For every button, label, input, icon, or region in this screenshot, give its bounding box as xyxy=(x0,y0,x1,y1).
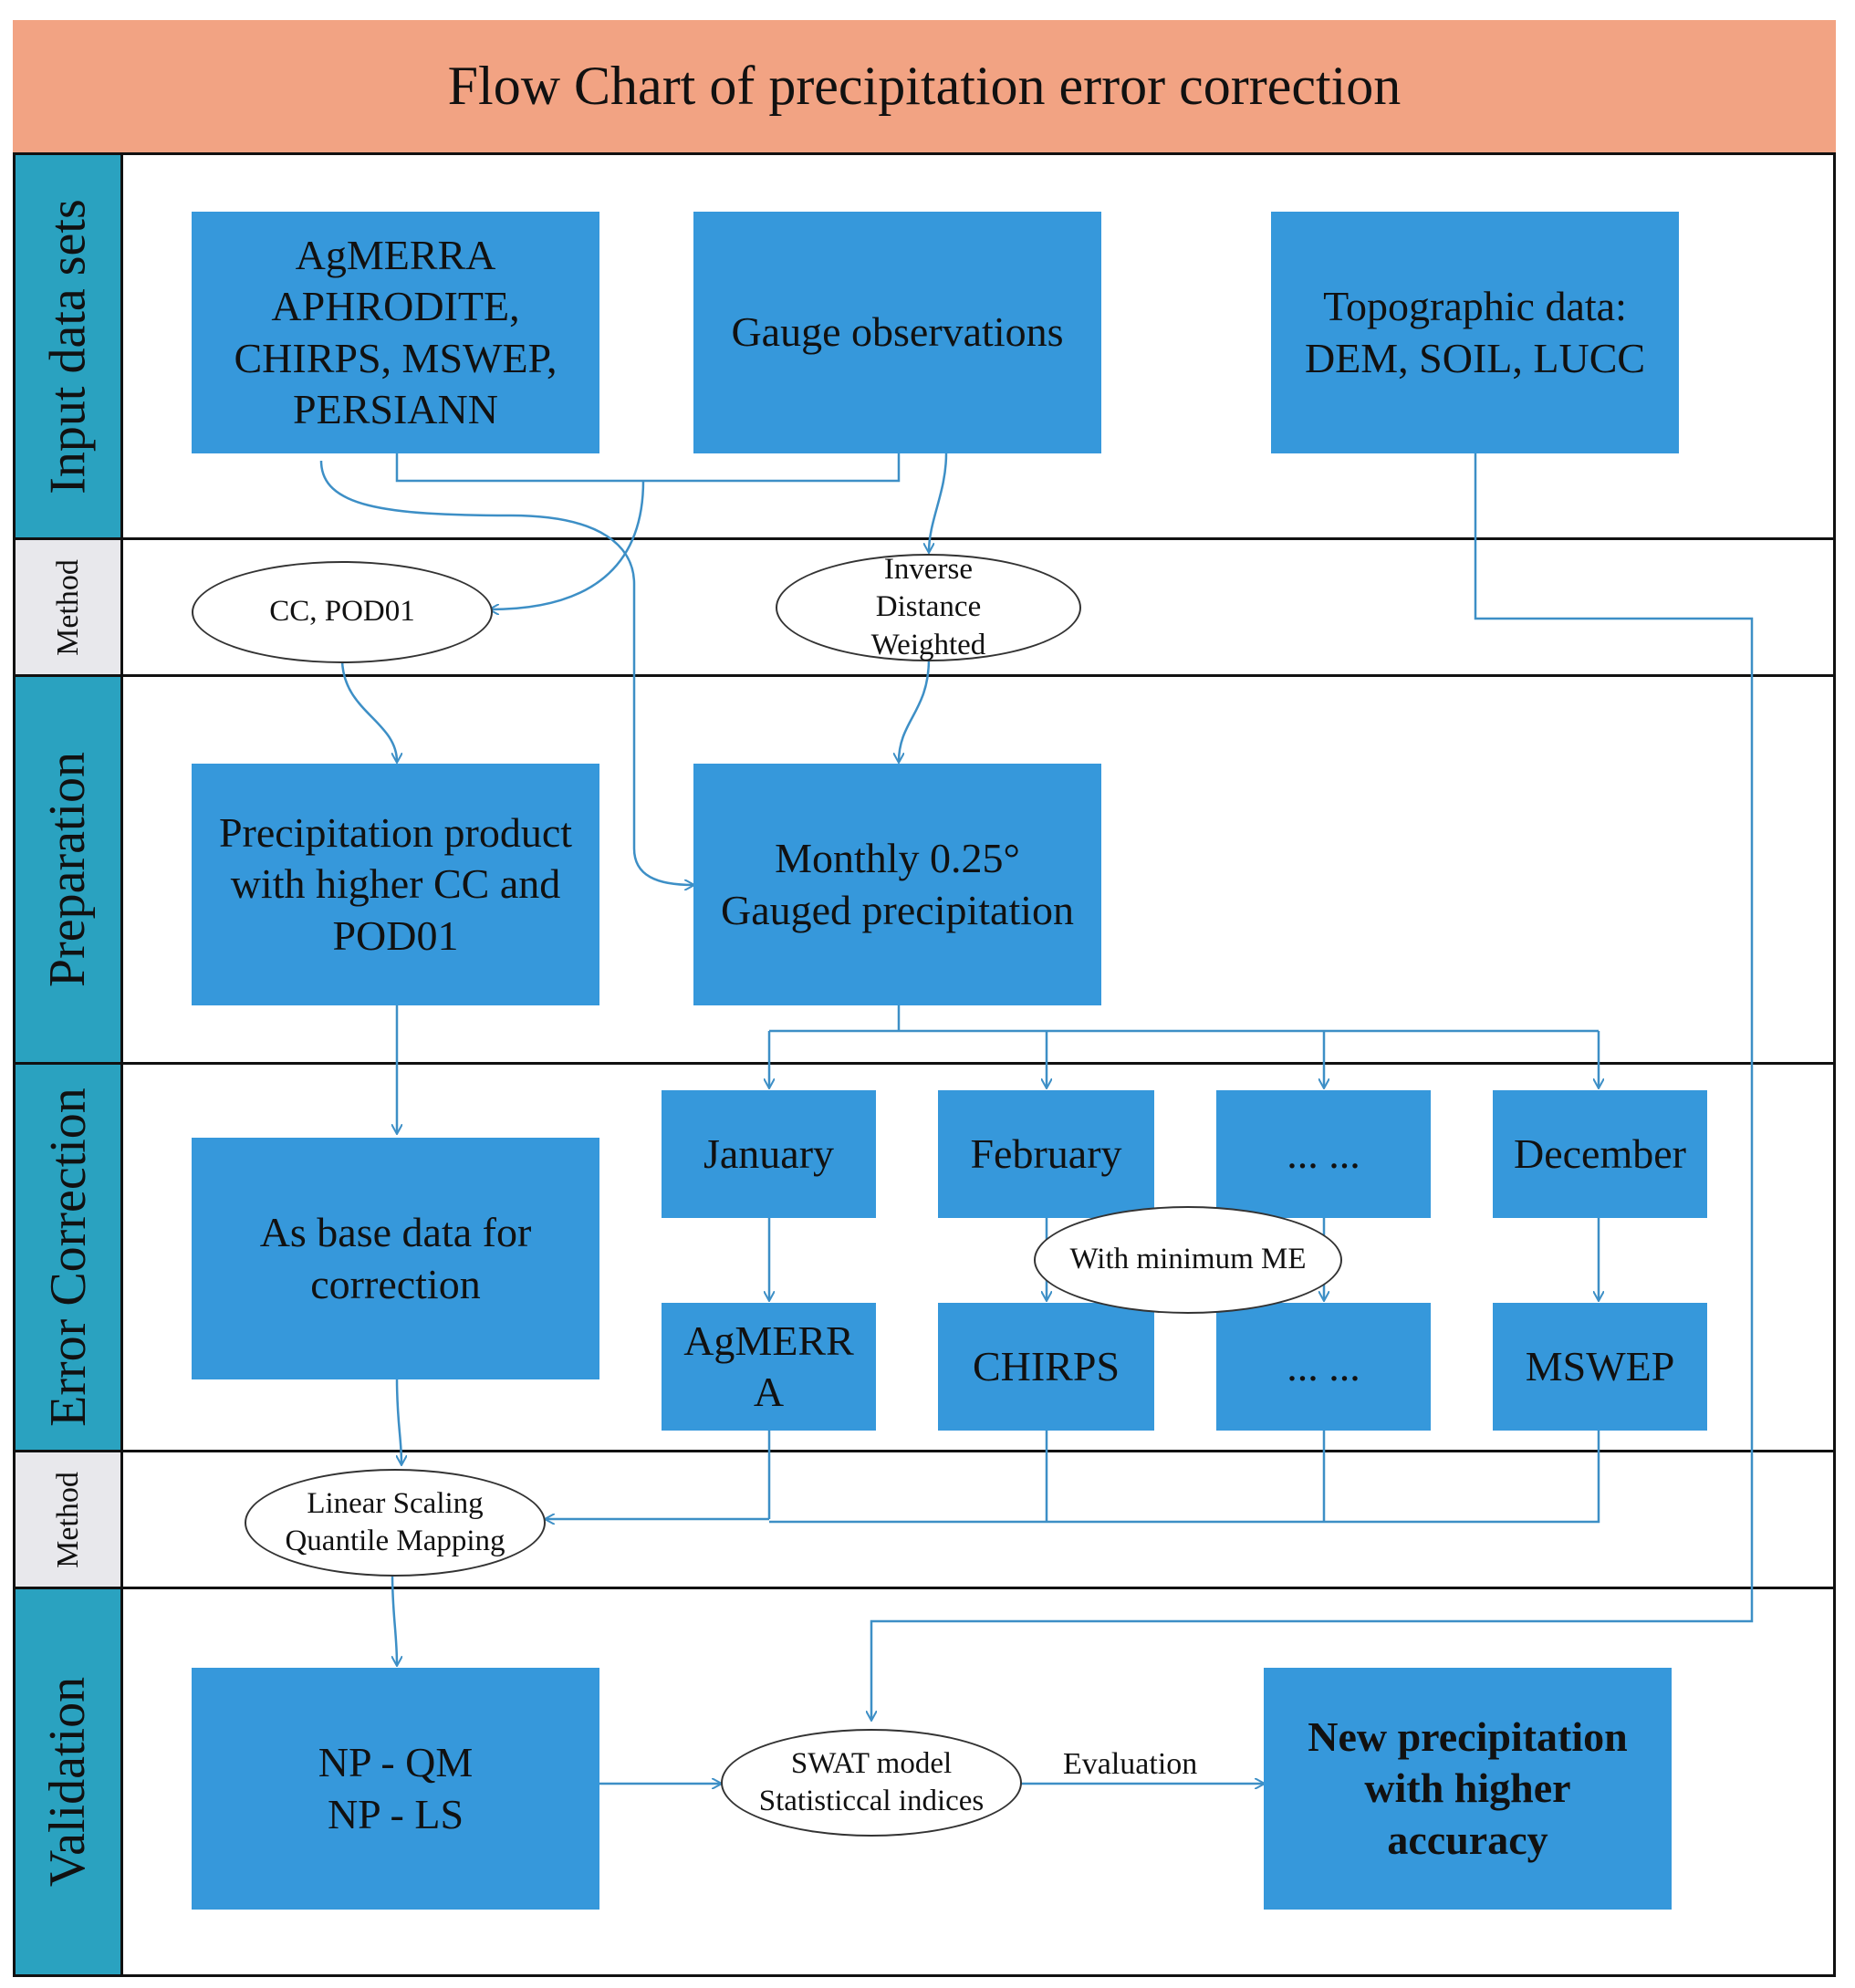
page-title: Flow Chart of precipitation error correc… xyxy=(13,20,1836,152)
oval-minimum-me: With minimum ME xyxy=(1034,1206,1342,1314)
box-np-qm-ls: NP - QM NP - LS xyxy=(192,1668,599,1910)
edge-products-gauge-join xyxy=(395,453,901,483)
box-new-precipitation: New precipitation with higher accuracy xyxy=(1264,1668,1672,1910)
edge-scaling-to-np xyxy=(391,1573,397,1665)
oval-linear-scaling-quantile-mapping: Linear Scaling Quantile Mapping xyxy=(245,1469,546,1577)
box-gauge-observations: Gauge observations xyxy=(693,212,1101,453)
box-chirps: CHIRPS xyxy=(938,1303,1154,1431)
lane-label-input: Input data sets xyxy=(16,155,123,537)
edge-products-collect xyxy=(767,1428,1600,1524)
box-february: February xyxy=(938,1090,1154,1218)
oval-cc-pod01: CC, POD01 xyxy=(192,561,493,663)
lane-method-1: Method xyxy=(13,540,1836,677)
box-monthly-gauged-precipitation: Monthly 0.25° Gauged precipitation xyxy=(693,764,1101,1005)
edge-idw-to-monthly xyxy=(899,658,931,762)
box-january: January xyxy=(662,1090,876,1218)
edge-gauge-to-idw xyxy=(929,453,948,552)
box-ellipsis-product: ... ... xyxy=(1216,1303,1431,1431)
edge-label-evaluation: Evaluation xyxy=(1063,1747,1198,1781)
box-base-data: As base data for correction xyxy=(192,1138,599,1379)
box-precipitation-product: Precipitation product with higher CC and… xyxy=(192,764,599,1005)
oval-swat-model: SWAT model Statisticcal indices xyxy=(721,1729,1022,1837)
lane-label-validation: Validation xyxy=(16,1589,123,1974)
box-mswep: MSWEP xyxy=(1493,1303,1707,1431)
lane-label-error-correction: Error Correction xyxy=(16,1065,123,1450)
box-ellipsis-month: ... ... xyxy=(1216,1090,1431,1218)
lane-label-method-2: Method xyxy=(16,1452,123,1587)
box-agmerra: AgMERR A xyxy=(662,1303,876,1431)
edge-base-to-scaling xyxy=(395,1377,401,1464)
box-satellite-products: AgMERRA APHRODITE, CHIRPS, MSWEP, PERSIA… xyxy=(192,212,599,453)
oval-inverse-distance-weighted: Inverse Distance Weighted xyxy=(776,553,1081,661)
lane-validation: Validation xyxy=(13,1589,1836,1977)
lane-error-correction: Error Correction xyxy=(13,1065,1836,1452)
box-topographic-data: Topographic data: DEM, SOIL, LUCC xyxy=(1271,212,1679,453)
lane-label-method-1: Method xyxy=(16,540,123,674)
edge-monthly-fanout xyxy=(769,1004,1599,1033)
lane-label-preparation: Preparation xyxy=(16,677,123,1062)
edge-topo-to-swat xyxy=(871,453,1754,1720)
lane-input-data-sets: Input data sets xyxy=(13,152,1836,540)
lane-method-2: Method xyxy=(13,1452,1836,1589)
edge-products-to-monthly xyxy=(319,460,693,885)
lane-preparation: Preparation xyxy=(13,677,1836,1065)
box-december: December xyxy=(1493,1090,1707,1218)
edge-join-to-ccpod xyxy=(490,480,645,609)
edge-ccpod-to-prep xyxy=(340,658,397,762)
